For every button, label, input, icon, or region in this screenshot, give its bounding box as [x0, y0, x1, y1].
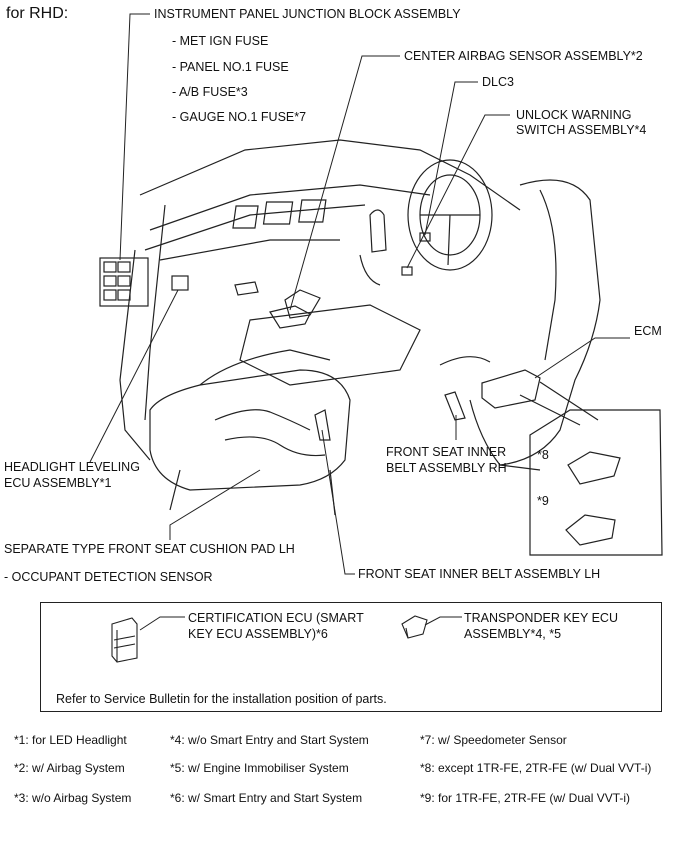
label-occupant-sensor: - OCCUPANT DETECTION SENSOR [4, 570, 213, 584]
label-transponder-ecu-1: TRANSPONDER KEY ECU [464, 611, 618, 625]
label-dlc3: DLC3 [482, 75, 514, 89]
label-belt-rh-1: FRONT SEAT INNER [386, 445, 507, 459]
footnote-2: *2: w/ Airbag System [14, 761, 125, 775]
footnote-4: *4: w/o Smart Entry and Start System [170, 733, 369, 747]
service-bulletin-note: Refer to Service Bulletin for the instal… [56, 692, 387, 706]
label-fuse-met-ign: - MET IGN FUSE [172, 34, 269, 48]
label-transponder-ecu-2: ASSEMBLY*4, *5 [464, 627, 562, 641]
label-fuse-gauge: - GAUGE NO.1 FUSE*7 [172, 110, 307, 124]
label-unlock-warning-2: SWITCH ASSEMBLY*4 [516, 123, 647, 137]
footnote-1: *1: for LED Headlight [14, 733, 127, 747]
label-belt-rh-2: BELT ASSEMBLY RH [386, 461, 507, 475]
label-unlock-warning-1: UNLOCK WARNING [516, 108, 632, 122]
label-center-airbag-sensor: CENTER AIRBAG SENSOR ASSEMBLY*2 [404, 49, 643, 63]
footnote-9: *9: for 1TR-FE, 2TR-FE (w/ Dual VVT-i) [420, 791, 631, 805]
label-headlight-ecu-1: HEADLIGHT LEVELING [4, 460, 140, 474]
label-belt-lh: FRONT SEAT INNER BELT ASSEMBLY LH [358, 567, 601, 581]
footnote-5: *5: w/ Engine Immobiliser System [170, 761, 349, 775]
label-ecm-variant-9: *9 [537, 494, 549, 508]
label-ecm-variant-8: *8 [537, 448, 549, 462]
label-certification-ecu-2: KEY ECU ASSEMBLY)*6 [188, 627, 328, 641]
label-certification-ecu-1: CERTIFICATION ECU (SMART [188, 611, 364, 625]
page-title: for RHD: [6, 5, 69, 22]
label-ecm: ECM [634, 324, 662, 338]
label-fuse-panel: - PANEL NO.1 FUSE [172, 60, 289, 74]
label-fuse-ab: - A/B FUSE*3 [172, 85, 248, 99]
label-seat-cushion-pad: SEPARATE TYPE FRONT SEAT CUSHION PAD LH [4, 542, 295, 556]
footnote-8: *8: except 1TR-FE, 2TR-FE (w/ Dual VVT-i… [420, 761, 652, 775]
label-headlight-ecu-2: ECU ASSEMBLY*1 [4, 476, 112, 490]
other-parts-box [40, 602, 662, 712]
footnote-6: *6: w/ Smart Entry and Start System [170, 791, 363, 805]
footnote-3: *3: w/o Airbag System [14, 791, 132, 805]
footnote-7: *7: w/ Speedometer Sensor [420, 733, 567, 747]
label-junction-block: INSTRUMENT PANEL JUNCTION BLOCK ASSEMBLY [154, 7, 461, 21]
